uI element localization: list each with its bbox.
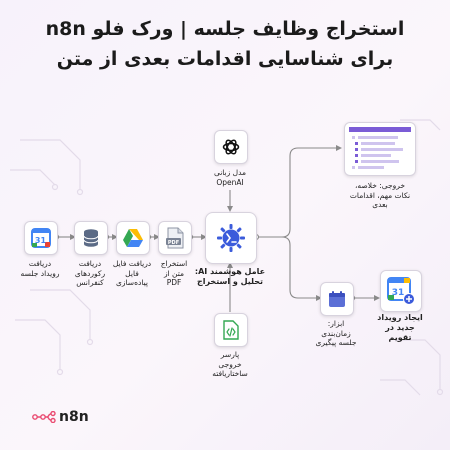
node-records[interactable] [74, 221, 108, 255]
title-line-2: برای شناسایی اقدامات بعدی از متن [56, 48, 394, 70]
node-ai-agent[interactable] [205, 212, 257, 264]
label-line: پیاده‌سازی [116, 278, 148, 287]
label-line: پارسر [220, 350, 240, 359]
arrowhead [112, 234, 118, 240]
connector-agent-to-scheduler [256, 236, 318, 299]
arrowhead [227, 262, 233, 268]
arrowhead [227, 206, 233, 212]
database-icon [83, 229, 99, 247]
openai-icon [222, 139, 240, 155]
scheduler-label: ابزار: زمان‌بندی جلسه پیگیری [306, 319, 366, 348]
label-line: رکوردهای [74, 268, 106, 278]
node-output[interactable] [344, 122, 416, 176]
node-scheduler[interactable] [320, 282, 354, 316]
label-line: تقویم [388, 333, 412, 342]
ai-agent-label: عامل هوشمند AI: تحلیل و استخراج [180, 267, 280, 287]
label-line: خروجی: خلاصه، [354, 181, 406, 190]
parser-label: پارسر خروجی ساختاریافته [200, 350, 260, 379]
arrowhead [336, 145, 342, 151]
node-drive[interactable] [116, 221, 150, 255]
drive-label: دریافت فایل فایل پیاده‌سازی [106, 259, 158, 288]
label-line: زمان‌بندی [321, 328, 351, 338]
connector-agent-to-output [256, 147, 338, 238]
label-line: ایجاد رویداد [377, 313, 423, 322]
label-line: کنفرانس [76, 278, 104, 287]
n8n-logo-icon [32, 411, 56, 423]
svg-text:31: 31 [35, 236, 47, 245]
label-line: ابزار: [327, 319, 345, 328]
svg-text:31: 31 [392, 288, 405, 298]
label-line: PDF [166, 278, 182, 287]
arrowhead [316, 295, 322, 301]
arrowhead [70, 234, 76, 240]
node-calendar-trigger[interactable]: 31 [24, 221, 58, 255]
google-calendar-icon: 31 [31, 228, 51, 248]
label-line: فایل [125, 268, 139, 278]
brand-name: n8n [59, 409, 89, 425]
label-line: متن از [163, 268, 185, 278]
circuit-decoration [10, 119, 444, 396]
arrowhead [154, 234, 160, 240]
label-line: تحلیل و استخراج [196, 277, 264, 286]
label-line: ساختاریافته [212, 369, 248, 378]
google-calendar-add-icon: 31 [387, 277, 415, 305]
label-line: استخراج [160, 259, 188, 268]
label-line: OpenAI [216, 177, 244, 187]
arrowhead [374, 295, 380, 301]
code-file-icon [223, 320, 239, 340]
label-line: بعدی [372, 200, 388, 209]
label-line: خروجی [218, 359, 242, 369]
label-line: جدید در [385, 323, 415, 332]
output-label: خروجی: خلاصه، نکات مهم، اقدامات بعدی [334, 181, 426, 210]
label-line: رویداد جلسه [20, 268, 60, 278]
google-drive-icon [123, 229, 143, 247]
arrowhead [201, 234, 207, 240]
label-line: عامل هوشمند AI: [194, 267, 266, 276]
label-line: دریافت [28, 259, 52, 268]
page-title: استخراج وظایف جلسه | ورک فلو n8n برای شن… [0, 14, 450, 74]
node-openai[interactable] [214, 130, 248, 164]
n8n-logo: n8n [32, 409, 89, 425]
label-line: نکات مهم، اقدامات [349, 190, 411, 200]
output-preview-icon [349, 127, 411, 169]
calendar-trigger-label: دریافت رویداد جلسه [14, 259, 66, 278]
label-line: مدل زبانی [213, 168, 247, 177]
node-create-event[interactable]: 31 [380, 270, 422, 312]
create-event-label: ایجاد رویداد جدید در تقویم [370, 313, 430, 343]
svg-text:PDF: PDF [168, 240, 179, 246]
records-label: دریافت رکوردهای کنفرانس [64, 259, 116, 288]
title-line-1: استخراج وظایف جلسه | ورک فلو n8n [45, 18, 405, 40]
node-parser[interactable] [214, 313, 248, 347]
openai-label: مدل زبانی OpenAI [200, 168, 260, 187]
pdf-label: استخراج متن از PDF [148, 259, 200, 288]
ai-agent-icon [217, 224, 245, 252]
pdf-icon: PDF [166, 227, 184, 249]
label-line: جلسه پیگیری [315, 338, 357, 347]
calendar-icon [329, 291, 345, 307]
node-pdf[interactable]: PDF [158, 221, 192, 255]
label-line: دریافت [78, 259, 102, 268]
label-line: دریافت فایل [112, 259, 152, 268]
